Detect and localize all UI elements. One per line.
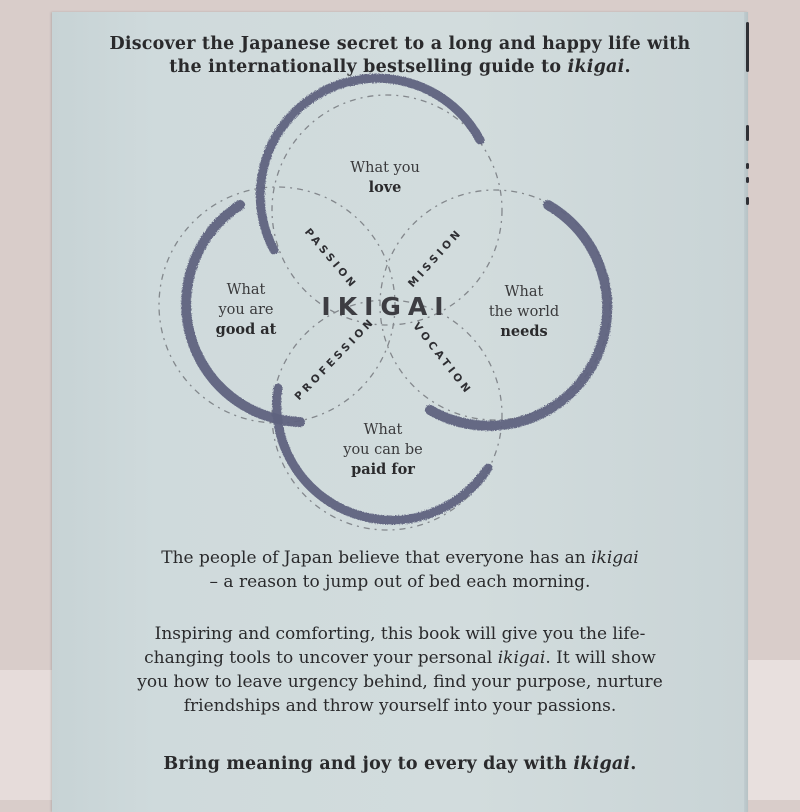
closing-tagline: Bring meaning and joy to every day with … [52,752,748,776]
brush-stroke-right [425,200,613,431]
headline-line-2: the internationally bestselling guide to… [52,56,748,79]
paragraph-text: changing tools to uncover your personal [144,648,498,668]
label-text: What [226,282,266,298]
spine-print-mark [746,177,749,183]
label-what-the-world-needs: What the world needs [474,282,574,342]
brush-stroke-bottom [272,383,493,525]
label-bold: paid for [351,461,415,478]
label-what-you-love: What you love [330,158,440,198]
headline-punct: . [624,57,631,77]
spine-print-mark [746,197,749,205]
tagline-text: Bring meaning and joy to every day with [163,754,574,774]
paragraph-japan-belief: The people of Japan believe that everyon… [52,546,748,594]
headline-line-1: Discover the Japanese secret to a long a… [109,34,691,54]
label-bold: needs [500,323,548,340]
label-text: the world [488,304,560,320]
circle-love-outline [271,94,503,326]
label-text: What you [350,160,420,176]
label-what-you-are-good-at: What you are good at [196,280,296,340]
ikigai-center-label: IKIGAI [321,292,451,321]
label-what-you-can-be-paid-for: What you can be paid for [328,420,438,480]
backdrop-lower-right [748,660,800,800]
spine-print-mark [746,163,749,169]
brush-strokes [181,73,613,525]
paragraph-line: The people of Japan believe that everyon… [52,546,748,570]
book-back-cover [52,12,748,812]
label-text: What [504,284,544,300]
label-text: you are [218,302,274,318]
paragraph-italic: ikigai [497,648,546,668]
brush-stroke-left [181,200,305,427]
label-text: you can be [343,442,423,458]
paragraph-line: – a reason to jump out of bed each morni… [209,572,591,592]
paragraph-italic: ikigai [591,548,639,568]
headline-text: the internationally bestselling guide to [169,57,568,77]
paragraph-line: friendships and throw yourself into your… [183,696,617,716]
book-spine-edge [744,12,748,812]
tagline-italic: ikigai [573,754,631,774]
label-bold: good at [215,321,277,338]
backdrop-lower-left [0,670,52,800]
headline-italic: ikigai [567,57,625,77]
paragraph-line: Inspiring and comforting, this book will… [154,624,646,644]
paragraph-text: . It will show [545,648,656,668]
paragraph-book-description: Inspiring and comforting, this book will… [52,622,748,718]
spine-print-mark [746,22,749,72]
paragraph-line: you how to leave urgency behind, find yo… [137,672,663,692]
tagline-punct: . [630,754,637,774]
paragraph-text: The people of Japan believe that everyon… [161,548,592,568]
brush-stroke-top [255,73,485,255]
spine-print-mark [746,125,749,141]
label-bold: love [368,179,402,196]
label-text: What [363,422,403,438]
headline: Discover the Japanese secret to a long a… [52,33,748,79]
paragraph-line: changing tools to uncover your personal … [52,646,748,670]
